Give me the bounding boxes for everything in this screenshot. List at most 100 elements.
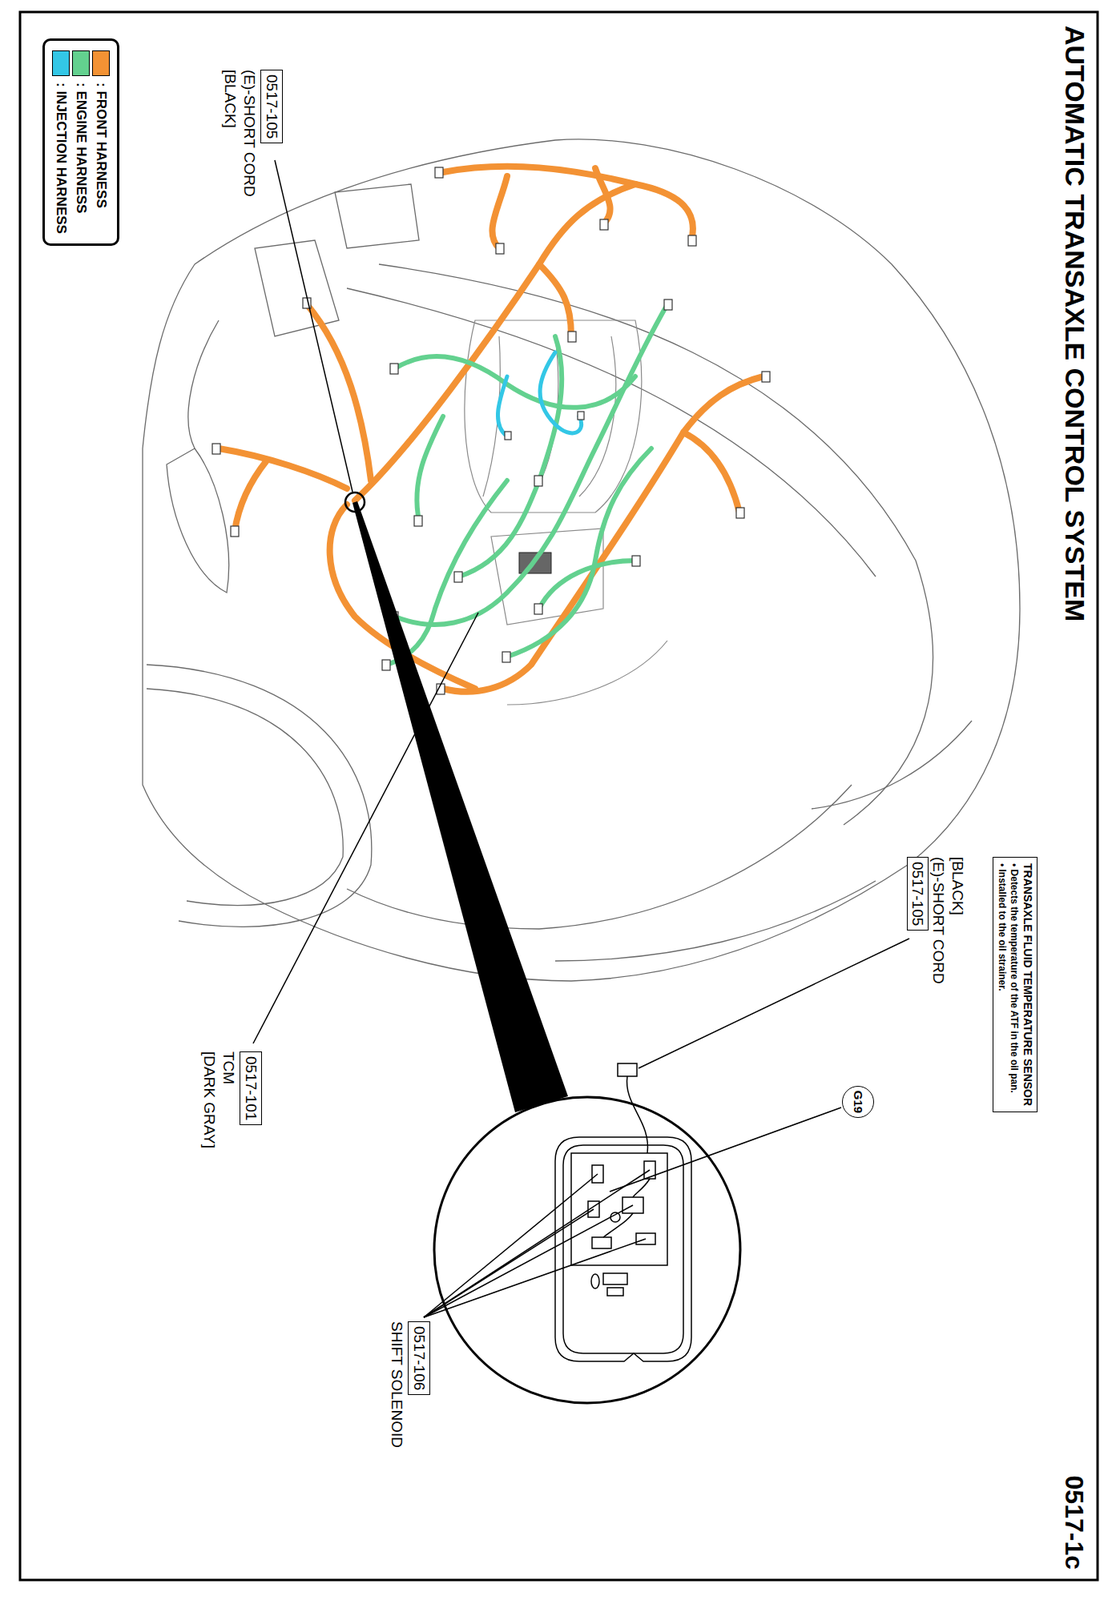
callout-label: 0517-101TCM[DARK GRAY] (200, 1051, 262, 1149)
harness-connector-part (414, 515, 423, 527)
front-harness (218, 166, 764, 693)
harness-connector-part (212, 443, 221, 455)
harness-connector-part (688, 235, 697, 246)
oil-pan-detail-part (563, 1145, 684, 1354)
note-heading: TRANSAXLE FLUID TEMPERATURE SENSOR (1020, 863, 1036, 1107)
leader-line-part (423, 1205, 633, 1318)
oil-pan-detail-part (555, 1137, 692, 1362)
label-text: G19 (850, 1091, 867, 1114)
car-outline-part (346, 785, 852, 930)
oil-pan-detail-part (591, 1274, 600, 1290)
callout-number: 0517-105 (260, 69, 283, 144)
car-outline-part (811, 721, 972, 810)
engine-harness-part (539, 560, 636, 609)
legend-swatch (72, 50, 90, 77)
oil-pan-detail-part (592, 1237, 612, 1249)
harness-connector-part (534, 604, 543, 615)
callout-number: 0517-106 (407, 1321, 431, 1396)
label-text: SHIFT SOLENOID (387, 1321, 407, 1449)
harness-connector-part (382, 660, 391, 671)
harness-connector-part (577, 411, 585, 420)
car-outline-part (334, 184, 420, 249)
leader-line (253, 160, 910, 1318)
page-frame (20, 12, 1098, 1581)
engine-outline-part (531, 336, 559, 497)
harness-connector-part (435, 167, 444, 178)
harness-connector-part (664, 299, 673, 311)
label-text: [DARK GRAY] (200, 1051, 220, 1149)
harness-connector-part (230, 526, 239, 537)
harness-connector-part (736, 507, 745, 519)
front-harness-part (491, 176, 508, 249)
leader-line-part (638, 938, 910, 1069)
oil-pan-detail-part (603, 1213, 633, 1238)
zoom-wedge (352, 501, 569, 1113)
harness-connector-part (495, 243, 504, 254)
car-outline-part (146, 664, 372, 927)
harness-connector-part (454, 572, 463, 583)
legend-row: : ENGINE HARNESS (72, 50, 90, 234)
oil-pan-detail-part (632, 1179, 650, 1198)
engine-outline-part (507, 640, 668, 706)
leader-line-part (274, 160, 353, 492)
car-outline (142, 139, 1020, 982)
car-outline-part (142, 139, 1020, 982)
callout-number: 0517-101 (239, 1051, 262, 1126)
engine-harness-part (394, 356, 636, 408)
label-text: [BLACK] (947, 857, 967, 916)
legend-swatch (92, 50, 110, 77)
note-box: TRANSAXLE FLUID TEMPERATURE SENSOR• Dete… (993, 857, 1039, 1113)
car-outline-part (166, 448, 230, 593)
oil-pan-detail-part (603, 1273, 628, 1286)
sensor-connector-part (627, 1076, 649, 1154)
harness-connector-part (600, 219, 609, 230)
leader-line-part (253, 612, 479, 1044)
leader-line-part (423, 1239, 646, 1318)
zoom-circle (434, 1097, 741, 1404)
car-outline-part (146, 688, 343, 906)
legend-text: : FRONT HARNESS (92, 82, 109, 209)
legend-text: : INJECTION HARNESS (52, 82, 69, 234)
zoom-spot (345, 492, 365, 512)
callout-label: 0517-105(E)-SHORT CORD[BLACK] (221, 69, 283, 198)
oil-pan-detail-part (610, 1212, 621, 1223)
leader-line-part (423, 1209, 594, 1318)
front-harness-part (443, 166, 636, 185)
label-text: TCM (219, 1051, 239, 1085)
front-harness-part (306, 304, 371, 481)
injection-harness (497, 352, 581, 437)
harness-connector-part (534, 475, 543, 487)
callout-label: 0517-106SHIFT SOLENOID (387, 1321, 432, 1449)
legend-text: : ENGINE HARNESS (72, 82, 89, 214)
ground-symbol: G19 (842, 1086, 875, 1119)
label-text: [BLACK] (221, 69, 241, 129)
legend-row: : FRONT HARNESS (92, 50, 110, 234)
front-harness-part (234, 460, 267, 532)
engine-harness-part (416, 416, 444, 521)
front-harness-part (683, 432, 740, 513)
leader-line-part (423, 1174, 598, 1318)
engine-outline-part (464, 320, 642, 513)
leader-line-part (609, 1107, 842, 1193)
harness-connector-part (504, 431, 512, 440)
sensor-connector (617, 1063, 648, 1154)
front-harness-part (635, 184, 693, 241)
callout-number: 0517-105 (906, 857, 930, 931)
leader-line-part (423, 1170, 650, 1318)
legend-box: : FRONT HARNESS: ENGINE HARNESS: INJECTI… (42, 38, 120, 246)
front-harness-part (443, 376, 764, 693)
harness-connector-part (568, 331, 577, 343)
sensor-connector-part (617, 1063, 637, 1077)
label-text: • Installed to the oil strainer. (996, 863, 1009, 992)
engine-harness (386, 304, 668, 665)
harness-connector-part (761, 371, 770, 383)
page-number: 0517-1c (1059, 1476, 1089, 1571)
car-outline-part (346, 288, 876, 577)
harness-connector (212, 167, 770, 695)
page-title: AUTOMATIC TRANSAXLE CONTROL SYSTEM (1059, 25, 1091, 622)
oil-pan-detail (555, 1137, 692, 1362)
front-harness-part (218, 448, 347, 489)
injection-harness-part (539, 352, 582, 434)
